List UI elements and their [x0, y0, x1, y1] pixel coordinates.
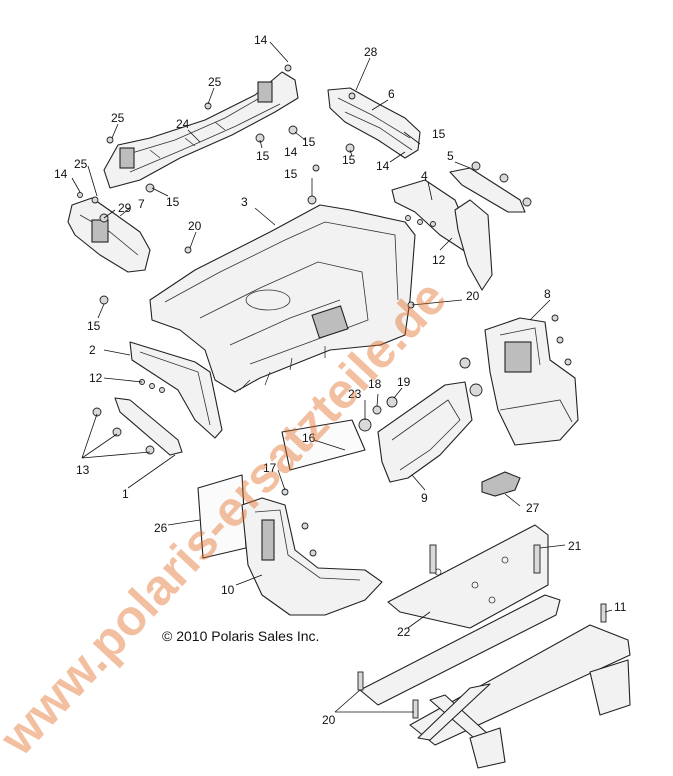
part-6-panel — [327, 87, 421, 159]
callout-15: 15 — [432, 127, 446, 141]
callout-20: 20 — [322, 713, 336, 727]
callout-12: 12 — [432, 253, 446, 267]
callout-15: 15 — [302, 135, 316, 149]
callout-13: 13 — [76, 463, 90, 477]
copyright-notice: © 2010 Polaris Sales Inc. — [162, 628, 319, 644]
callout-8: 8 — [544, 287, 551, 301]
callout-2: 2 — [89, 343, 96, 357]
callout-14: 14 — [284, 145, 298, 159]
part-11-frame — [359, 594, 631, 769]
callout-26: 26 — [154, 521, 168, 535]
callout-25: 25 — [111, 111, 125, 125]
callout-15: 15 — [166, 195, 180, 209]
callout-23: 23 — [348, 387, 362, 401]
callout-numbers: 14 28 25 6 25 24 15 15 15 14 15 14 25 14… — [54, 33, 627, 727]
callout-9: 9 — [421, 491, 428, 505]
part-1-rail — [114, 397, 183, 456]
leader-lines — [71, 41, 613, 713]
callout-15: 15 — [284, 167, 298, 181]
part-24-brace — [103, 71, 299, 189]
part-4-5-panels — [391, 167, 526, 291]
part-8-storage-box — [484, 317, 579, 446]
callout-14: 14 — [254, 33, 268, 47]
callout-15: 15 — [342, 153, 356, 167]
part-16-26-sheets — [197, 419, 366, 559]
part-10-lower-panel — [241, 497, 383, 616]
callout-15: 15 — [256, 149, 270, 163]
callout-18: 18 — [368, 377, 382, 391]
callout-16: 16 — [302, 431, 316, 445]
part-22-skid-plate — [387, 524, 549, 629]
callout-25: 25 — [208, 75, 222, 89]
callout-27: 27 — [526, 501, 540, 515]
part-3-cargo-box — [149, 204, 416, 393]
callout-29: 29 — [118, 201, 132, 215]
callout-6: 6 — [388, 87, 395, 101]
callout-12: 12 — [89, 371, 103, 385]
callout-10: 10 — [221, 583, 235, 597]
part-9-tray — [377, 381, 473, 483]
callout-4: 4 — [421, 169, 428, 183]
callout-17: 17 — [263, 461, 277, 475]
callout-20: 20 — [466, 289, 480, 303]
callout-5: 5 — [447, 149, 454, 163]
callout-19: 19 — [397, 375, 411, 389]
fasteners — [77, 64, 607, 719]
callout-7: 7 — [138, 197, 145, 211]
callout-11: 11 — [614, 600, 627, 614]
callout-14: 14 — [54, 167, 68, 181]
callout-20: 20 — [188, 219, 202, 233]
callout-3: 3 — [241, 195, 248, 209]
part-7-bracket — [67, 197, 151, 273]
callout-22: 22 — [397, 625, 411, 639]
callout-1: 1 — [122, 487, 129, 501]
callout-21: 21 — [568, 539, 582, 553]
callout-15: 15 — [87, 319, 101, 333]
callout-24: 24 — [176, 117, 190, 131]
part-27-pad — [481, 471, 521, 497]
callout-14: 14 — [376, 159, 390, 173]
callout-25: 25 — [74, 157, 88, 171]
part-2-side-panel — [129, 341, 223, 439]
callout-28: 28 — [364, 45, 378, 59]
